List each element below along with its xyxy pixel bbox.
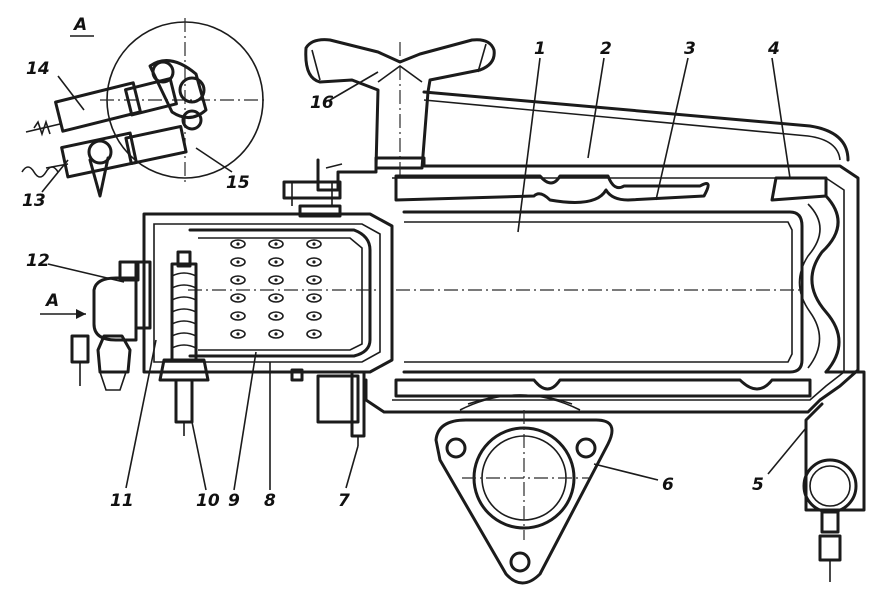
screen-hole [306, 311, 322, 321]
screen-hole-center [236, 242, 240, 246]
screen-hole-center [236, 332, 240, 336]
drain-pipe [290, 368, 366, 446]
screen-hole [230, 239, 246, 249]
callout-14: 14 [26, 59, 50, 79]
callout-9: 9 [228, 491, 240, 511]
screen-hole [306, 239, 322, 249]
callout-8: 8 [264, 491, 276, 511]
screen-hole [306, 257, 322, 267]
leader-lines [41, 57, 807, 491]
callout-11: 11 [110, 491, 134, 511]
screen-hole [268, 275, 284, 285]
view-arrow-a: A [40, 291, 86, 319]
exhaust-flange [434, 394, 614, 585]
screen-hole [268, 239, 284, 249]
screen-hole [230, 329, 246, 339]
heat-exchanger-jacket [394, 174, 841, 398]
screen-hole [268, 311, 284, 321]
callout-13: 13 [22, 191, 46, 211]
glow-plug [158, 250, 210, 436]
outlet-elbow [802, 370, 866, 582]
screen-hole-center [274, 296, 278, 300]
screen-hole-center [236, 260, 240, 264]
callout-5: 5 [752, 475, 764, 495]
screen-hole-center [312, 296, 316, 300]
screen-hole-center [274, 332, 278, 336]
detail-view-a: A [21, 15, 268, 198]
screen-hole [230, 257, 246, 267]
callout-7: 7 [338, 491, 350, 511]
callout-6: 6 [662, 475, 674, 495]
screen-hole [268, 293, 284, 303]
callout-labels: 1 2 3 4 5 6 7 8 9 10 11 12 13 14 15 16 [22, 39, 780, 511]
callout-15: 15 [226, 173, 250, 193]
callout-10: 10 [196, 491, 220, 511]
combustion-chamber [396, 210, 804, 374]
upper-nozzle-part [25, 59, 208, 137]
screen-hole [230, 275, 246, 285]
screen-hole-center [274, 260, 278, 264]
screen-hole [268, 257, 284, 267]
callout-12: 12 [26, 251, 50, 271]
screen-hole-center [312, 278, 316, 282]
screen-hole-center [312, 332, 316, 336]
screen-hole-center [312, 260, 316, 264]
callout-2: 2 [600, 39, 612, 59]
screen-hole-center [312, 314, 316, 318]
perforated-screen [188, 228, 376, 358]
fuel-inlet-fitting [304, 38, 850, 180]
screen-hole-center [274, 314, 278, 318]
callout-16: 16 [310, 93, 334, 113]
burner-housing [142, 180, 394, 374]
screen-hole-center [236, 278, 240, 282]
callout-4: 4 [767, 39, 780, 59]
callout-1: 1 [534, 39, 546, 59]
arrow-label-a: A [44, 291, 59, 311]
nozzle-assembly [70, 260, 152, 391]
screen-hole-center [274, 242, 278, 246]
view-label-a: A [72, 15, 87, 35]
screen-hole-center [274, 278, 278, 282]
screen-hole-center [236, 296, 240, 300]
screen-hole [306, 275, 322, 285]
screen-hole [306, 293, 322, 303]
screen-holes [230, 239, 322, 339]
screen-hole [230, 293, 246, 303]
callout-3: 3 [684, 39, 696, 59]
screen-hole [230, 311, 246, 321]
screen-hole-center [236, 314, 240, 318]
screen-hole [268, 329, 284, 339]
outer-housing [316, 156, 860, 414]
screen-hole-center [312, 242, 316, 246]
screen-hole [306, 329, 322, 339]
